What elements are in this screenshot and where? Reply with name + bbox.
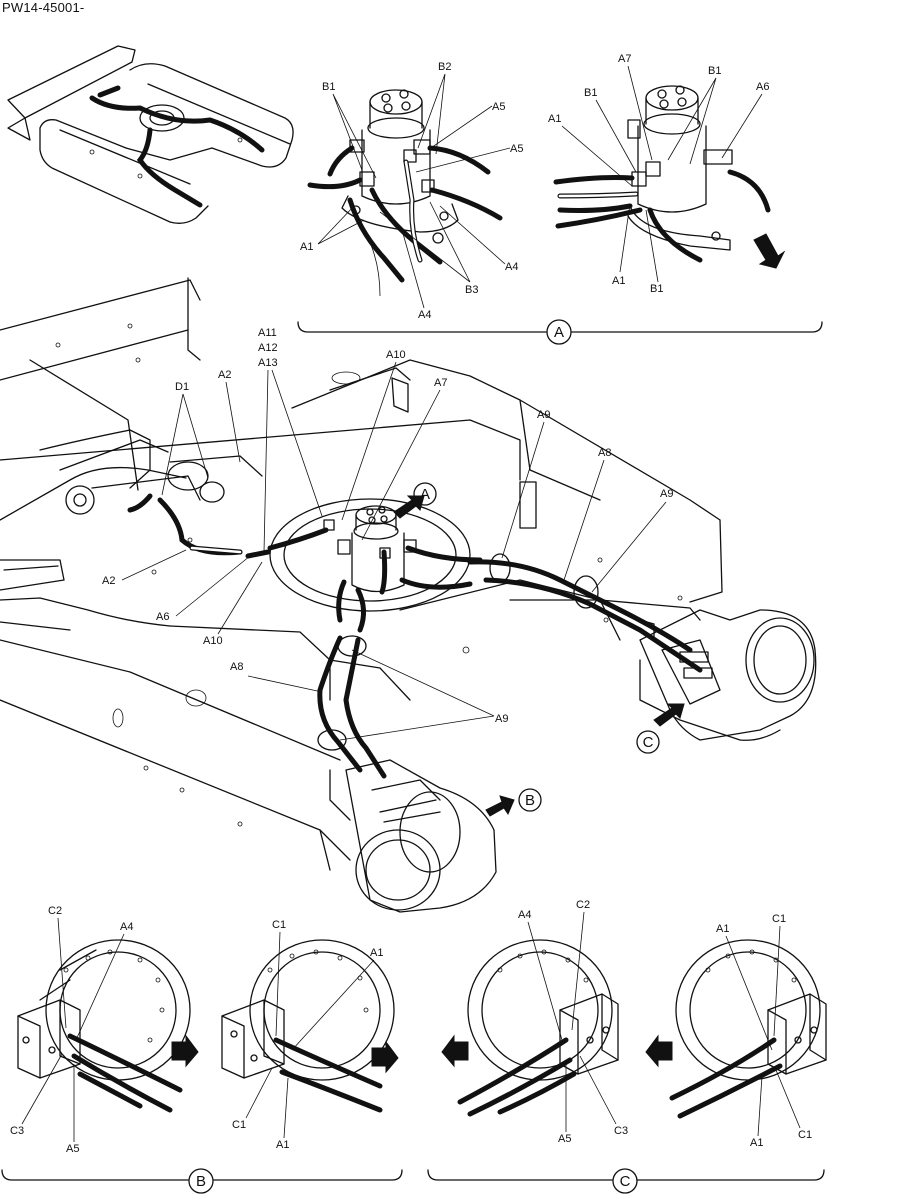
label-a5-upper: A5 xyxy=(492,101,505,113)
label-a1-c-bottom: A1 xyxy=(750,1137,763,1149)
label-a9-upper: A9 xyxy=(537,409,550,421)
label-a4-c: A4 xyxy=(518,909,531,921)
label-a1-a-right-top: A1 xyxy=(548,113,561,125)
label-b1-a-left: B1 xyxy=(322,81,335,93)
label-c2-b: C2 xyxy=(48,905,62,917)
label-a1-b-top: A1 xyxy=(370,947,383,959)
callout-c-main: C xyxy=(643,734,654,751)
callout-a-main: A xyxy=(420,486,430,503)
label-b1-a-right-bottom: B1 xyxy=(650,283,663,295)
label-a8-upper: A8 xyxy=(598,447,611,459)
view-b-left-labels: C2 A4 C3 A5 xyxy=(10,905,133,1155)
label-c1-c-bottom: C1 xyxy=(798,1129,812,1141)
label-a6: A6 xyxy=(756,81,769,93)
view-a-left-labels: B1 B2 A5 A5 A1 B3 A4 A4 xyxy=(300,61,523,321)
label-c3-c: C3 xyxy=(614,1125,628,1137)
view-a-left-swivel xyxy=(307,89,503,297)
label-b1-a-right-upper: B1 xyxy=(708,65,721,77)
label-d1: D1 xyxy=(175,381,189,393)
callout-a-bracket: A xyxy=(554,324,564,341)
label-c1-c-top: C1 xyxy=(772,913,786,925)
document-code: PW14-45001- xyxy=(2,0,85,15)
label-a5-lower: A5 xyxy=(510,143,523,155)
label-a4-bottom: A4 xyxy=(418,309,431,321)
view-a-right-swivel xyxy=(553,85,786,269)
label-a10-lower: A10 xyxy=(203,635,223,647)
view-a-bracket: A xyxy=(297,319,823,345)
overview-thumbnail xyxy=(7,45,294,224)
label-a1-b-bottom: A1 xyxy=(276,1139,289,1151)
label-a8-lower: A8 xyxy=(230,661,243,673)
label-a7-main: A7 xyxy=(434,377,447,389)
label-a11: A11 xyxy=(258,327,277,339)
label-a9-lower: A9 xyxy=(495,713,508,725)
view-c-left-motor xyxy=(441,939,619,1117)
label-a12: A12 xyxy=(258,342,278,354)
view-c-right-motor xyxy=(645,939,827,1119)
label-b3: B3 xyxy=(465,284,478,296)
label-a13: A13 xyxy=(258,357,278,369)
view-b-bracket: B xyxy=(1,1168,403,1194)
view-c-left-labels: A4 C2 A5 C3 xyxy=(518,899,628,1145)
view-c-bracket: C xyxy=(427,1168,825,1194)
label-a7-a-right: A7 xyxy=(618,53,631,65)
label-c1-b-bottom: C1 xyxy=(232,1119,246,1131)
label-c3-b: C3 xyxy=(10,1125,24,1137)
label-b2: B2 xyxy=(438,61,451,73)
view-b-left-motor xyxy=(17,939,199,1113)
view-c-right-labels: A1 C1 A1 C1 xyxy=(716,913,812,1149)
label-a9-right: A9 xyxy=(660,488,673,500)
callout-c-bracket: C xyxy=(620,1173,631,1190)
label-a4-right: A4 xyxy=(505,261,518,273)
view-a-right-labels: A7 B1 B1 A6 A1 A1 B1 xyxy=(548,53,769,295)
label-a2-upper: A2 xyxy=(218,369,231,381)
label-a5-c: A5 xyxy=(558,1133,571,1145)
label-b1-a-right-top: B1 xyxy=(584,87,597,99)
main-labels: D1 A2 A11 A12 A13 A10 A7 A9 A8 A9 A2 A6 … xyxy=(102,327,673,741)
view-b-right-motor xyxy=(221,939,399,1113)
label-a1-a-left: A1 xyxy=(300,241,313,253)
label-a10-upper: A10 xyxy=(386,349,406,361)
label-c1-b-top: C1 xyxy=(272,919,286,931)
label-a1-a-right-bottom: A1 xyxy=(612,275,625,287)
callout-b-bracket: B xyxy=(196,1173,206,1190)
main-undercarriage: A C xyxy=(0,277,817,913)
label-a6-main: A6 xyxy=(156,611,169,623)
label-a2-lower: A2 xyxy=(102,575,115,587)
label-c2-c: C2 xyxy=(576,899,590,911)
callout-b-main: B xyxy=(525,792,535,809)
view-b-right-labels: C1 A1 C1 A1 xyxy=(232,919,383,1151)
label-a4-b: A4 xyxy=(120,921,133,933)
label-a5-b: A5 xyxy=(66,1143,79,1155)
label-a1-c-top: A1 xyxy=(716,923,729,935)
